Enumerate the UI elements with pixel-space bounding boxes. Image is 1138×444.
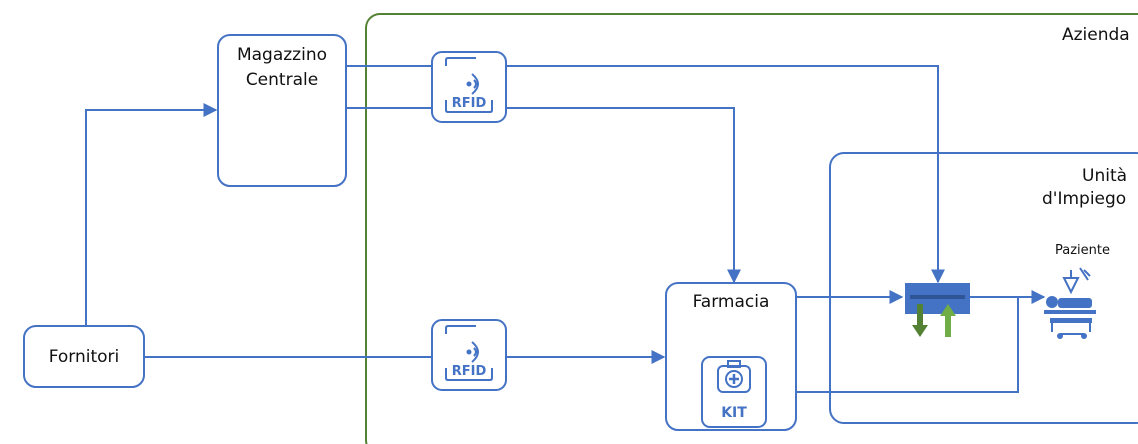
kit-text: KIT (721, 405, 747, 421)
region-label-unita: Unità (1082, 166, 1128, 186)
patient-bed-icon (1044, 267, 1096, 339)
node-label-farmacia: Farmacia (692, 292, 770, 312)
stock-cabinet-icon (905, 283, 970, 337)
rfid-bottom-icon: RFID (431, 319, 507, 391)
node-label-paziente: Paziente (1055, 243, 1110, 258)
azienda-container (365, 13, 1138, 444)
region-label-impiego: d'Impiego (1042, 189, 1127, 209)
arrow-down-icon (912, 304, 928, 337)
node-label-centrale: Centrale (245, 70, 319, 90)
fornitori-box (23, 325, 145, 388)
connector-rfid-top-to-unita (506, 65, 945, 284)
magazzino-centrale-box (217, 34, 347, 187)
connector-fornitori-to-magazzino (85, 103, 218, 326)
connectors (85, 65, 1046, 393)
connector-kit-to-paziente (766, 297, 1019, 393)
rfid-top-text: RFID (452, 96, 487, 111)
node-label-fornitori: Fornitori (48, 347, 120, 367)
unita-impiego-container (829, 152, 1138, 424)
region-label-azienda: Azienda (1062, 25, 1130, 45)
connector-rfid-top-to-farmacia (506, 107, 741, 284)
arrow-up-icon (940, 304, 956, 337)
rfid-bottom-text: RFID (452, 364, 487, 379)
rfid-top-icon: RFID (431, 51, 507, 123)
node-label-magazzino: Magazzino (236, 45, 328, 65)
kit-icon: KIT (701, 356, 767, 428)
